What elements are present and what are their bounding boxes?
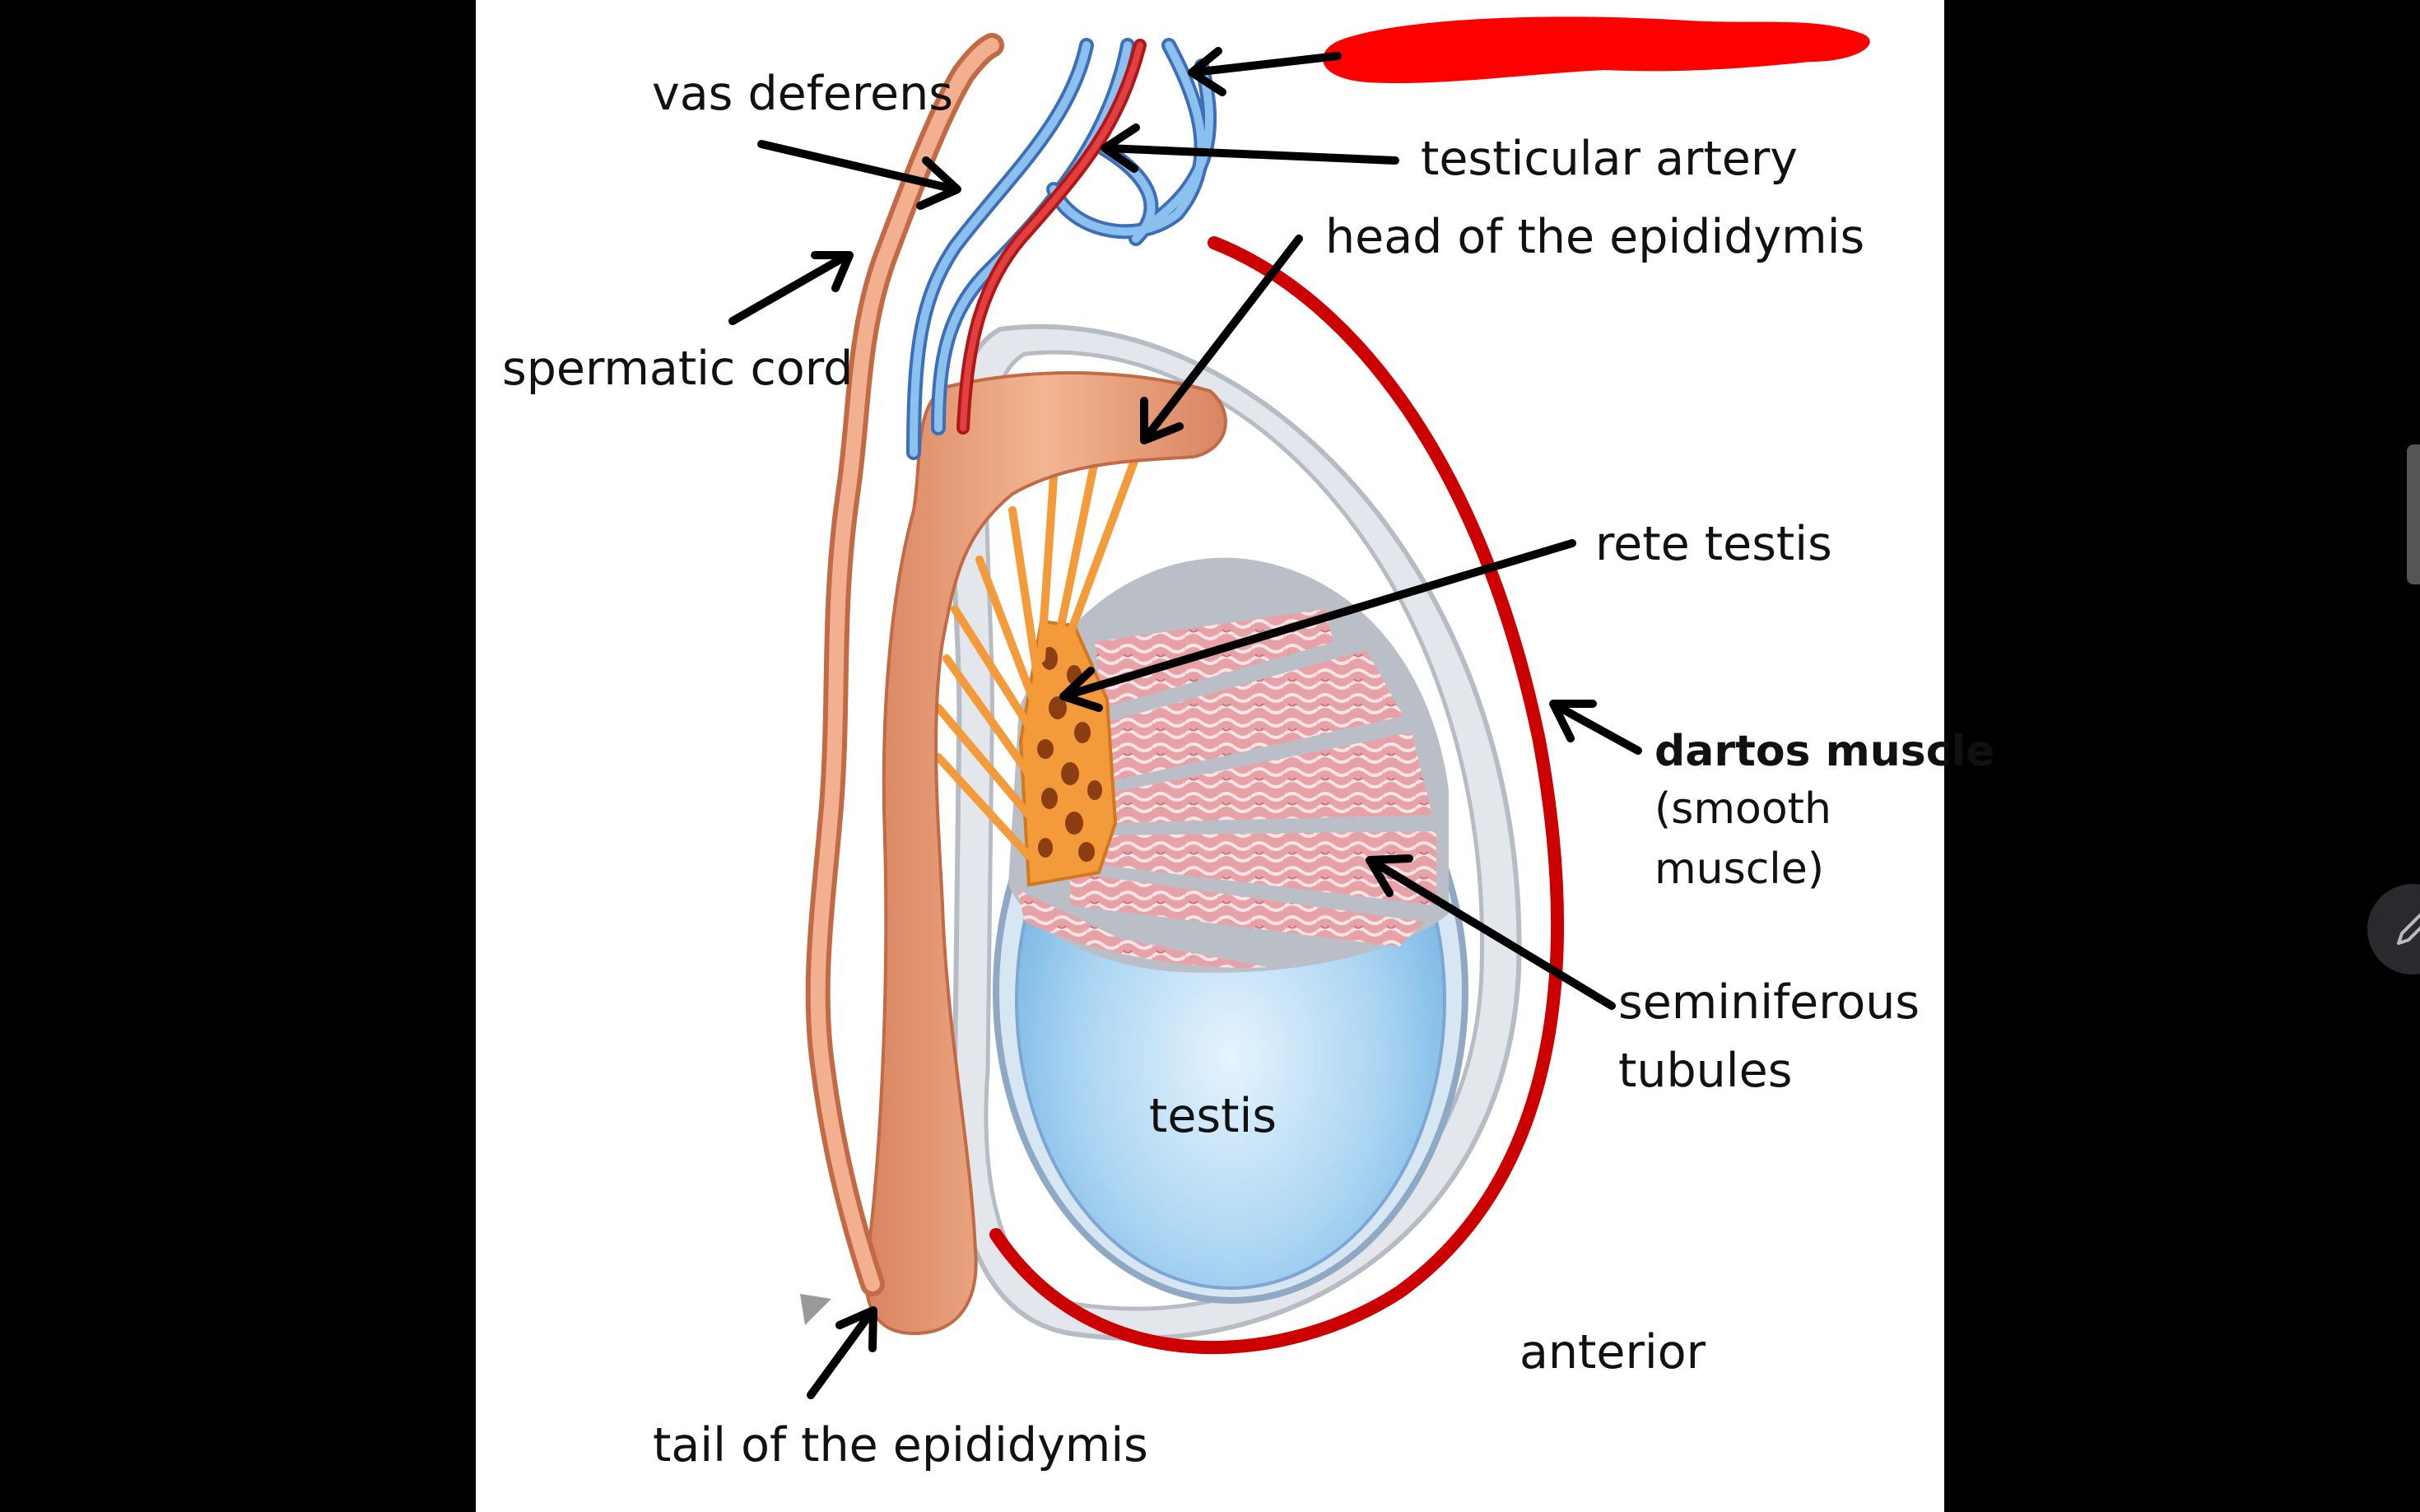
arrow-testicular-artery <box>1101 123 1399 173</box>
label-rete-testis: rete testis <box>1595 517 1832 571</box>
arrow-rete-testis <box>1059 539 1576 712</box>
redaction-mark <box>1323 16 1870 84</box>
arrow-dartos <box>1549 700 1642 755</box>
epididymis <box>864 371 1227 1336</box>
dartos-muscle-outline <box>989 236 1564 1355</box>
label-tail-epididymis: tail of the epididymis <box>653 1418 1148 1472</box>
vas-deferens <box>805 33 1004 1296</box>
pencil-icon <box>2397 914 2420 945</box>
annotation-arrows <box>728 47 1642 1399</box>
seminiferous-tubules <box>1008 557 1449 973</box>
arrow-vas-deferens <box>757 140 961 210</box>
arrow-redacted <box>1188 47 1342 96</box>
label-spermatic-cord: spermatic cord <box>502 342 853 396</box>
label-dartos-muscle-paren: muscle) <box>1654 844 1824 894</box>
scrollbar-handle[interactable] <box>2407 444 2420 584</box>
arrow-tail-epididymis <box>807 1306 877 1399</box>
label-dartos-muscle: dartos muscle <box>1654 727 1995 776</box>
pointer-triangle-icon <box>800 1294 831 1325</box>
label-vas-deferens: vas deferens <box>652 67 953 121</box>
arrow-seminiferous <box>1366 854 1616 1010</box>
label-head-epididymis: head of the epididymis <box>1325 210 1864 264</box>
label-seminiferous: seminiferous <box>1618 975 1920 1030</box>
arrow-spermatic-cord <box>728 251 854 325</box>
arrow-head-epididymis <box>1140 235 1303 444</box>
label-testis: testis <box>1149 1089 1277 1143</box>
label-tubules: tubules <box>1618 1044 1792 1098</box>
label-anterior: anterior <box>1519 1325 1706 1379</box>
label-testicular-artery: testicular artery <box>1421 132 1798 186</box>
label-dartos-smooth: (smooth <box>1654 784 1831 834</box>
